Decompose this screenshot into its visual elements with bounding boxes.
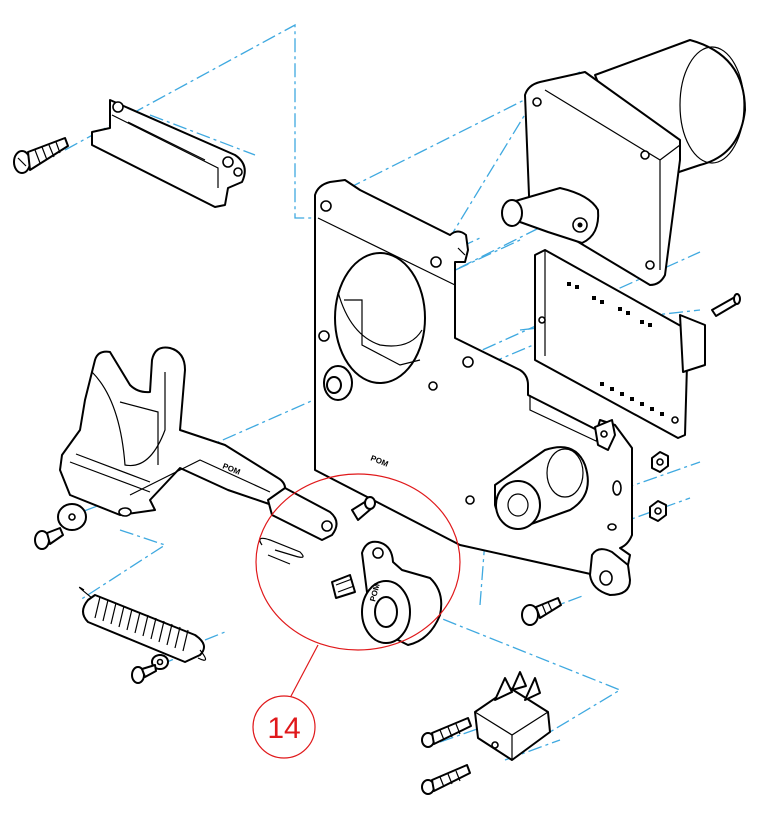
callout-14-label: 14 xyxy=(267,712,300,745)
hex-nuts xyxy=(649,451,669,522)
slider-guide-bracket xyxy=(91,99,246,208)
extension-spring xyxy=(78,586,207,663)
drive-coupling xyxy=(494,446,589,530)
switch-screws xyxy=(421,717,472,795)
geared-motor xyxy=(501,39,746,286)
spring-screw-and-washer xyxy=(131,654,169,684)
pcb-screw xyxy=(711,293,741,317)
control-pcb xyxy=(534,249,706,439)
callout-14: 14 xyxy=(252,473,461,759)
latch-lever: POM xyxy=(59,346,287,517)
plate-screw-bottom xyxy=(521,597,562,626)
mounting-screw-top xyxy=(13,137,69,174)
microswitch xyxy=(474,671,551,761)
lever-washer-and-screw xyxy=(34,503,87,550)
